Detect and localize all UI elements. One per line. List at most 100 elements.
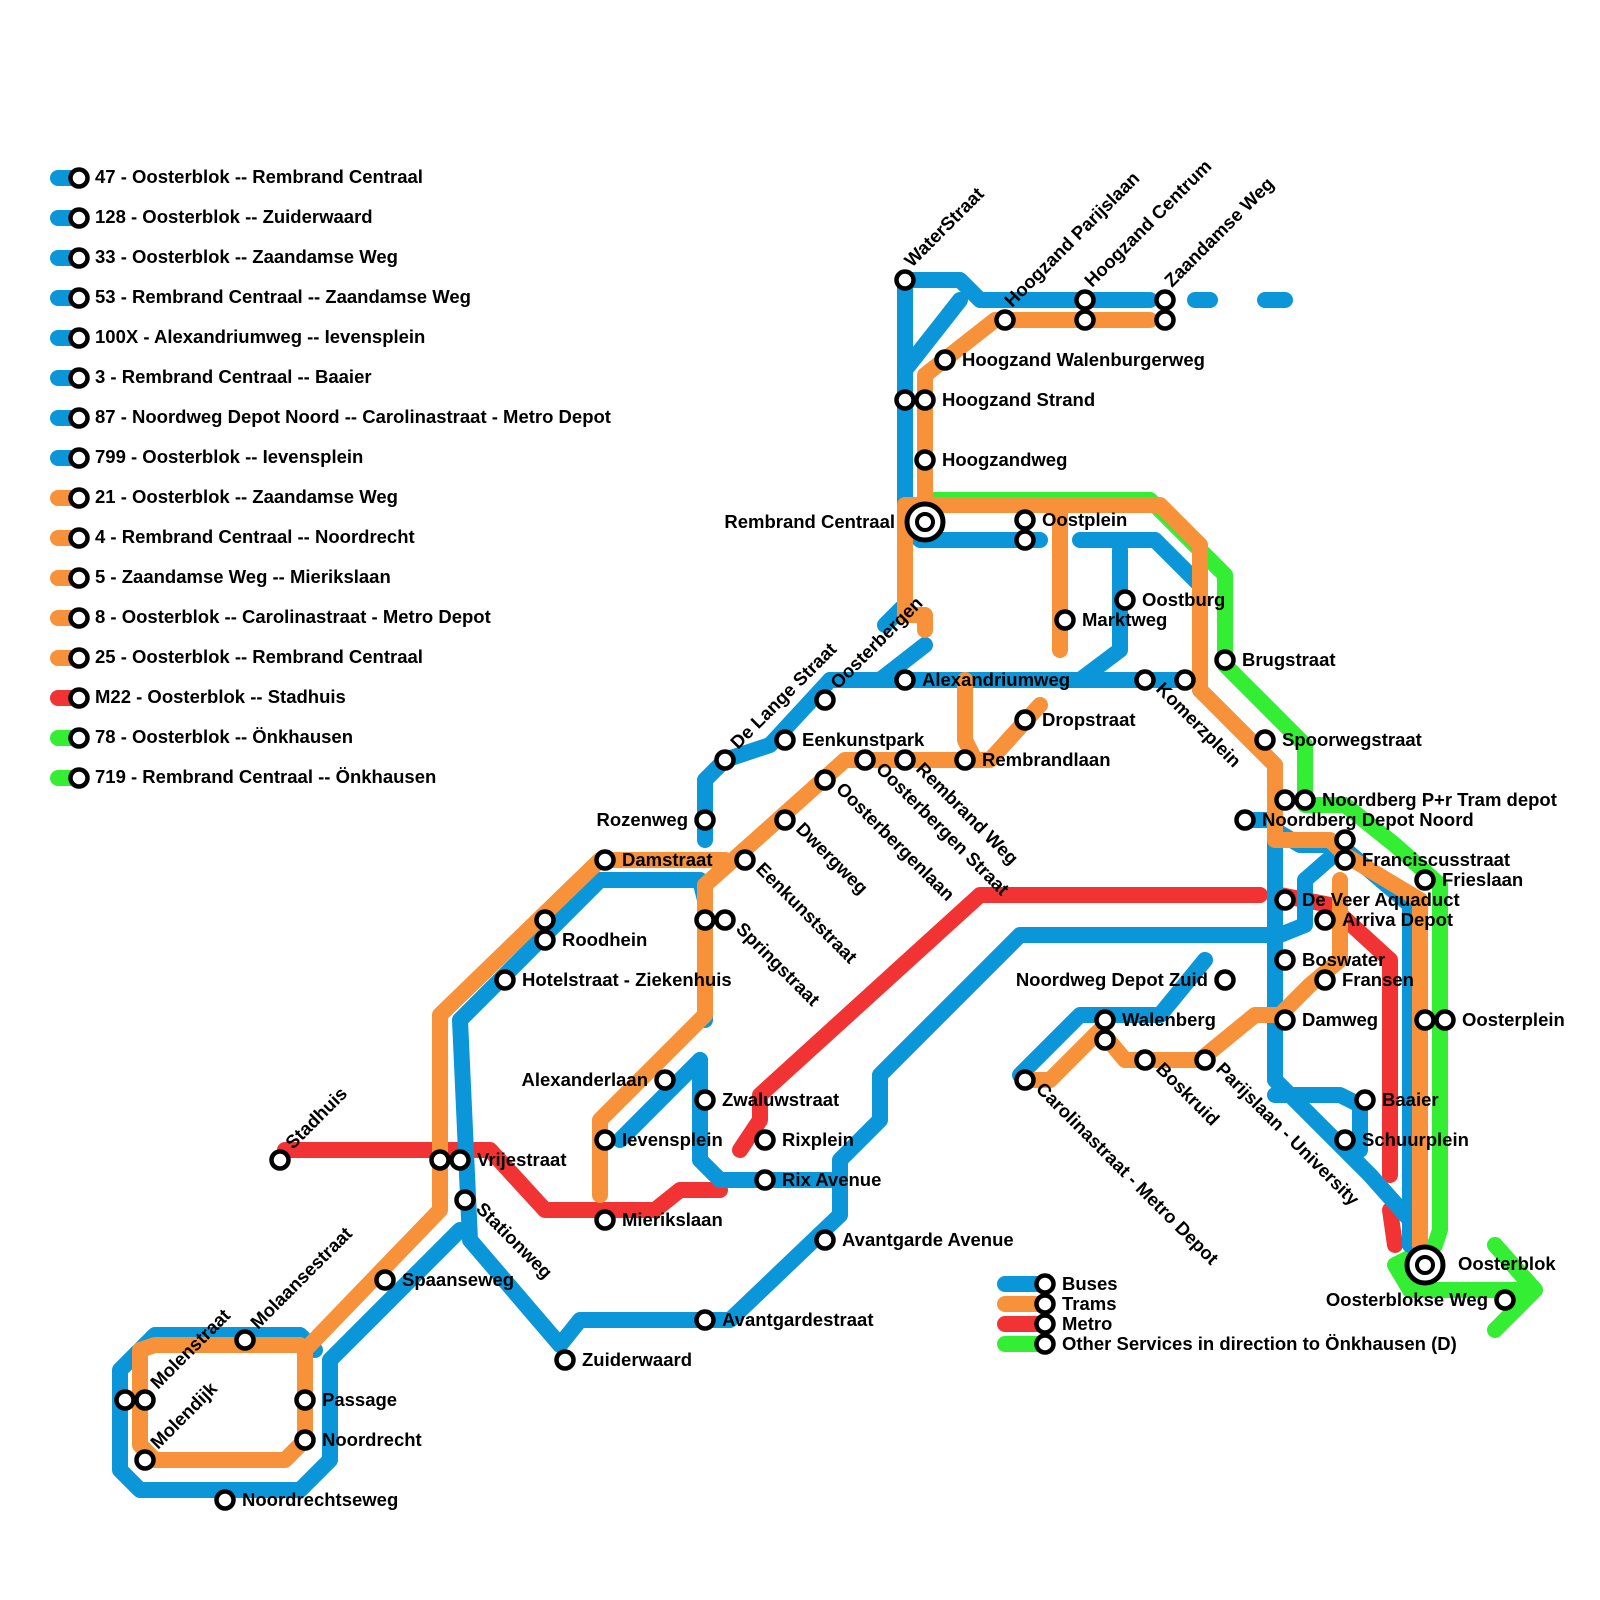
station-marker-damweg[interactable] [1274,1009,1296,1031]
station-marker-hoogzand-parijslaan[interactable] [994,309,1016,331]
station-marker-noordberg-depot-noord[interactable] [1234,809,1256,831]
station-marker-springstraat[interactable] [694,909,716,931]
station-marker-rix-avenue[interactable] [754,1169,776,1191]
station-marker-de-lange-straat[interactable] [714,749,736,771]
legend-station-icon[interactable] [68,247,90,269]
station-marker-dropstraat[interactable] [1014,709,1036,731]
station-marker-noordberg-pr[interactable] [1294,789,1316,811]
station-marker-walenberg[interactable] [1094,1029,1116,1051]
legend-station-icon[interactable] [68,287,90,309]
station-marker-oosterbergenlaan[interactable] [814,769,836,791]
station-marker-molendijk[interactable] [134,1449,156,1471]
station-marker-vrijestraat[interactable] [429,1149,451,1171]
station-marker-zaandamse-weg[interactable] [1154,309,1176,331]
station-marker-hoogzandweg[interactable] [914,449,936,471]
legend-station-icon[interactable] [68,367,90,389]
station-marker-rozenweg[interactable] [694,809,716,831]
legend-station-icon[interactable] [68,607,90,629]
station-marker-oostplein[interactable] [1014,509,1036,531]
station-marker-baaier[interactable] [1354,1089,1376,1111]
station-marker-oosterbergen[interactable] [814,689,836,711]
station-marker-eenkunststraat[interactable] [734,849,756,871]
station-marker-spoorwegstraat[interactable] [1254,729,1276,751]
station-marker-molenstraat[interactable] [134,1389,156,1411]
station-marker-roodhein[interactable] [534,929,556,951]
mode-legend-station-icon[interactable] [1034,1313,1056,1335]
legend-station-icon[interactable] [68,727,90,749]
station-marker-eenkunstpark[interactable] [774,729,796,751]
station-marker-schuurplein[interactable] [1334,1129,1356,1151]
station-marker-hoogzand-strand[interactable] [894,389,916,411]
station-marker-avantgarde-avenue[interactable] [814,1229,836,1251]
station-marker-rixplein[interactable] [754,1129,776,1151]
station-marker-marktweg[interactable] [1054,609,1076,631]
legend-route-label: 4 - Rembrand Centraal -- Noordrecht [95,526,415,547]
legend-station-icon[interactable] [68,767,90,789]
station-marker-spaanseweg[interactable] [374,1269,396,1291]
station-marker-ievensplein[interactable] [594,1129,616,1151]
station-marker-noordrecht[interactable] [294,1429,316,1451]
station-marker-boskruid[interactable] [1134,1049,1156,1071]
legend-station-icon[interactable] [68,447,90,469]
legend-station-icon[interactable] [68,567,90,589]
legend-station-icon[interactable] [68,407,90,429]
station-marker-roodhein[interactable] [534,909,556,931]
legend-station-icon[interactable] [68,527,90,549]
station-marker-alexandriumweg[interactable] [894,669,916,691]
station-marker-rembrandlaan[interactable] [954,749,976,771]
station-marker-stationweg[interactable] [454,1189,476,1211]
station-marker-noordrechtseweg[interactable] [214,1489,236,1511]
station-marker-rembrand-weg[interactable] [894,749,916,771]
station-marker-komerzplein[interactable] [1134,669,1156,691]
station-marker-fransen[interactable] [1314,969,1336,991]
station-marker-zaandamse-weg[interactable] [1154,289,1176,311]
station-marker-brugstraat[interactable] [1214,649,1236,671]
station-marker-waterstraat[interactable] [894,269,916,291]
station-marker-oosterblokse-weg[interactable] [1494,1289,1516,1311]
mode-legend-station-icon[interactable] [1034,1333,1056,1355]
station-marker-stadhuis[interactable] [269,1149,291,1171]
station-marker-parijslaan[interactable] [1194,1049,1216,1071]
station-marker-zwaluwstraat[interactable] [694,1089,716,1111]
station-marker-alexanderlaan[interactable] [654,1069,676,1091]
station-marker-oostburg[interactable] [1114,589,1136,611]
legend-station-icon[interactable] [68,207,90,229]
station-marker-noordweg-depot-zuid[interactable] [1214,969,1236,991]
station-marker-arriva-depot[interactable] [1314,909,1336,931]
legend-station-icon[interactable] [68,687,90,709]
station-marker-oosterplein[interactable] [1414,1009,1436,1031]
station-marker-hoogzand-strand[interactable] [914,389,936,411]
station-marker-oosterbergen-straat[interactable] [854,749,876,771]
station-marker-passage[interactable] [294,1389,316,1411]
station-marker-hoogzand-centrum[interactable] [1074,309,1096,331]
station-marker-oosterplein[interactable] [1434,1009,1456,1031]
station-marker-oostplein[interactable] [1014,529,1036,551]
station-marker-zuiderwaard[interactable] [554,1349,576,1371]
station-marker-franciscusstraat[interactable] [1334,829,1356,851]
station-marker-hoogzand-walenburgerweg[interactable] [934,349,956,371]
station-marker-walenberg[interactable] [1094,1009,1116,1031]
station-marker-noordberg-pr[interactable] [1274,789,1296,811]
station-marker-avantgardestraat[interactable] [694,1309,716,1331]
station-marker-de-veer-aquaduct[interactable] [1274,889,1296,911]
station-marker-franciscusstraat[interactable] [1334,849,1356,871]
mode-legend-station-icon[interactable] [1034,1273,1056,1295]
station-marker-springstraat[interactable] [714,909,736,931]
station-marker-hoogzand-centrum[interactable] [1074,289,1096,311]
station-marker-carolinastraat[interactable] [1014,1069,1036,1091]
legend-station-icon[interactable] [68,167,90,189]
station-marker-mierikslaan[interactable] [594,1209,616,1231]
station-marker-vrijestraat[interactable] [449,1149,471,1171]
legend-station-icon[interactable] [68,327,90,349]
mode-legend-station-icon[interactable] [1034,1293,1056,1315]
station-marker-hotelstraat[interactable] [494,969,516,991]
station-marker-damstraat[interactable] [594,849,616,871]
station-marker-komerzplein[interactable] [1174,669,1196,691]
station-marker-boswater[interactable] [1274,949,1296,971]
legend-station-icon[interactable] [68,647,90,669]
station-marker-frieslaan[interactable] [1414,869,1436,891]
station-marker-molenstraat[interactable] [114,1389,136,1411]
station-marker-molaansestraat[interactable] [234,1329,256,1351]
station-marker-dwergweg[interactable] [774,809,796,831]
legend-station-icon[interactable] [68,487,90,509]
